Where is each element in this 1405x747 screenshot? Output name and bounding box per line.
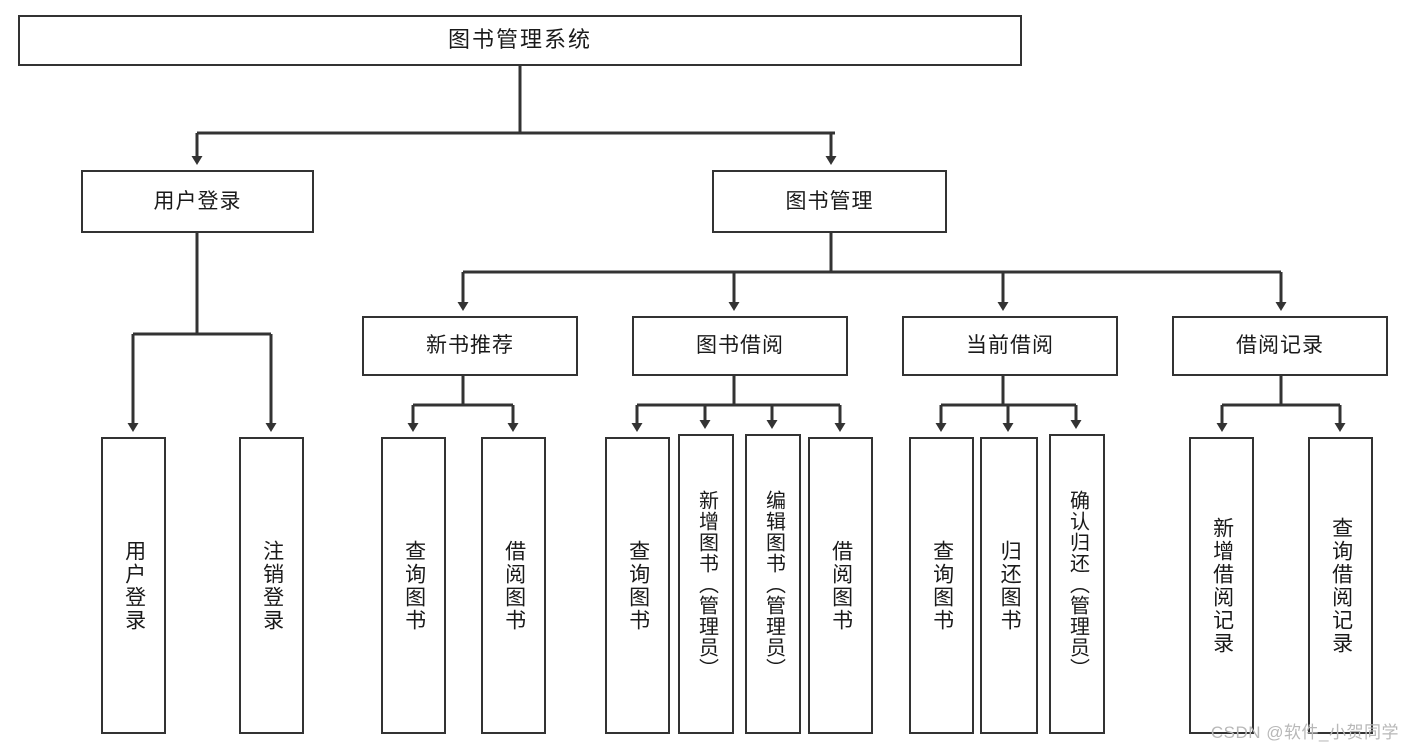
node-label: 用户登录	[153, 189, 242, 213]
node-label: 用户登录	[122, 539, 146, 632]
node-user-login[interactable]: 用户登录	[81, 170, 314, 233]
node-leaf-borrow-book-1[interactable]: 借阅图书	[481, 437, 546, 734]
node-label: 查询图书	[930, 539, 954, 632]
node-label: 编辑图书（管理员）	[762, 489, 785, 679]
node-label: 新增借阅记录	[1210, 516, 1234, 655]
node-label: 归还图书	[998, 539, 1022, 632]
node-label: 注销登录	[260, 539, 284, 632]
node-leaf-return-book[interactable]: 归还图书	[980, 437, 1038, 734]
node-leaf-logout[interactable]: 注销登录	[239, 437, 304, 734]
node-leaf-borrow-book-2[interactable]: 借阅图书	[808, 437, 873, 734]
node-borrow-record[interactable]: 借阅记录	[1172, 316, 1388, 376]
node-current-borrow[interactable]: 当前借阅	[902, 316, 1118, 376]
node-leaf-add-borrow-record[interactable]: 新增借阅记录	[1189, 437, 1254, 734]
node-label: 图书管理	[785, 189, 874, 213]
node-leaf-confirm-return-admin[interactable]: 确认归还（管理员）	[1049, 434, 1105, 734]
node-label: 查询图书	[626, 539, 650, 632]
node-leaf-query-book-2[interactable]: 查询图书	[605, 437, 670, 734]
node-leaf-user-login[interactable]: 用户登录	[101, 437, 166, 734]
node-leaf-query-book-1[interactable]: 查询图书	[381, 437, 446, 734]
node-book-borrow[interactable]: 图书借阅	[632, 316, 848, 376]
node-label: 新书推荐	[426, 334, 514, 358]
node-root-system[interactable]: 图书管理系统	[18, 15, 1022, 66]
node-label: 借阅图书	[829, 539, 853, 632]
node-label: 确认归还（管理员）	[1066, 489, 1089, 679]
node-label: 查询借阅记录	[1329, 516, 1353, 655]
node-label: 查询图书	[402, 539, 426, 632]
node-label: 新增图书（管理员）	[695, 489, 718, 679]
node-label: 借阅图书	[502, 539, 526, 632]
node-leaf-query-borrow-record[interactable]: 查询借阅记录	[1308, 437, 1373, 734]
node-new-book-recommend[interactable]: 新书推荐	[362, 316, 578, 376]
node-book-manage[interactable]: 图书管理	[712, 170, 947, 233]
node-leaf-add-book-admin[interactable]: 新增图书（管理员）	[678, 434, 734, 734]
node-leaf-edit-book-admin[interactable]: 编辑图书（管理员）	[745, 434, 801, 734]
node-label: 借阅记录	[1236, 334, 1324, 358]
node-label: 图书管理系统	[447, 27, 592, 53]
node-label: 当前借阅	[966, 334, 1054, 358]
node-leaf-query-book-3[interactable]: 查询图书	[909, 437, 974, 734]
node-label: 图书借阅	[696, 334, 784, 358]
csdn-watermark: CSDN @软件_小贺同学	[1210, 723, 1399, 742]
